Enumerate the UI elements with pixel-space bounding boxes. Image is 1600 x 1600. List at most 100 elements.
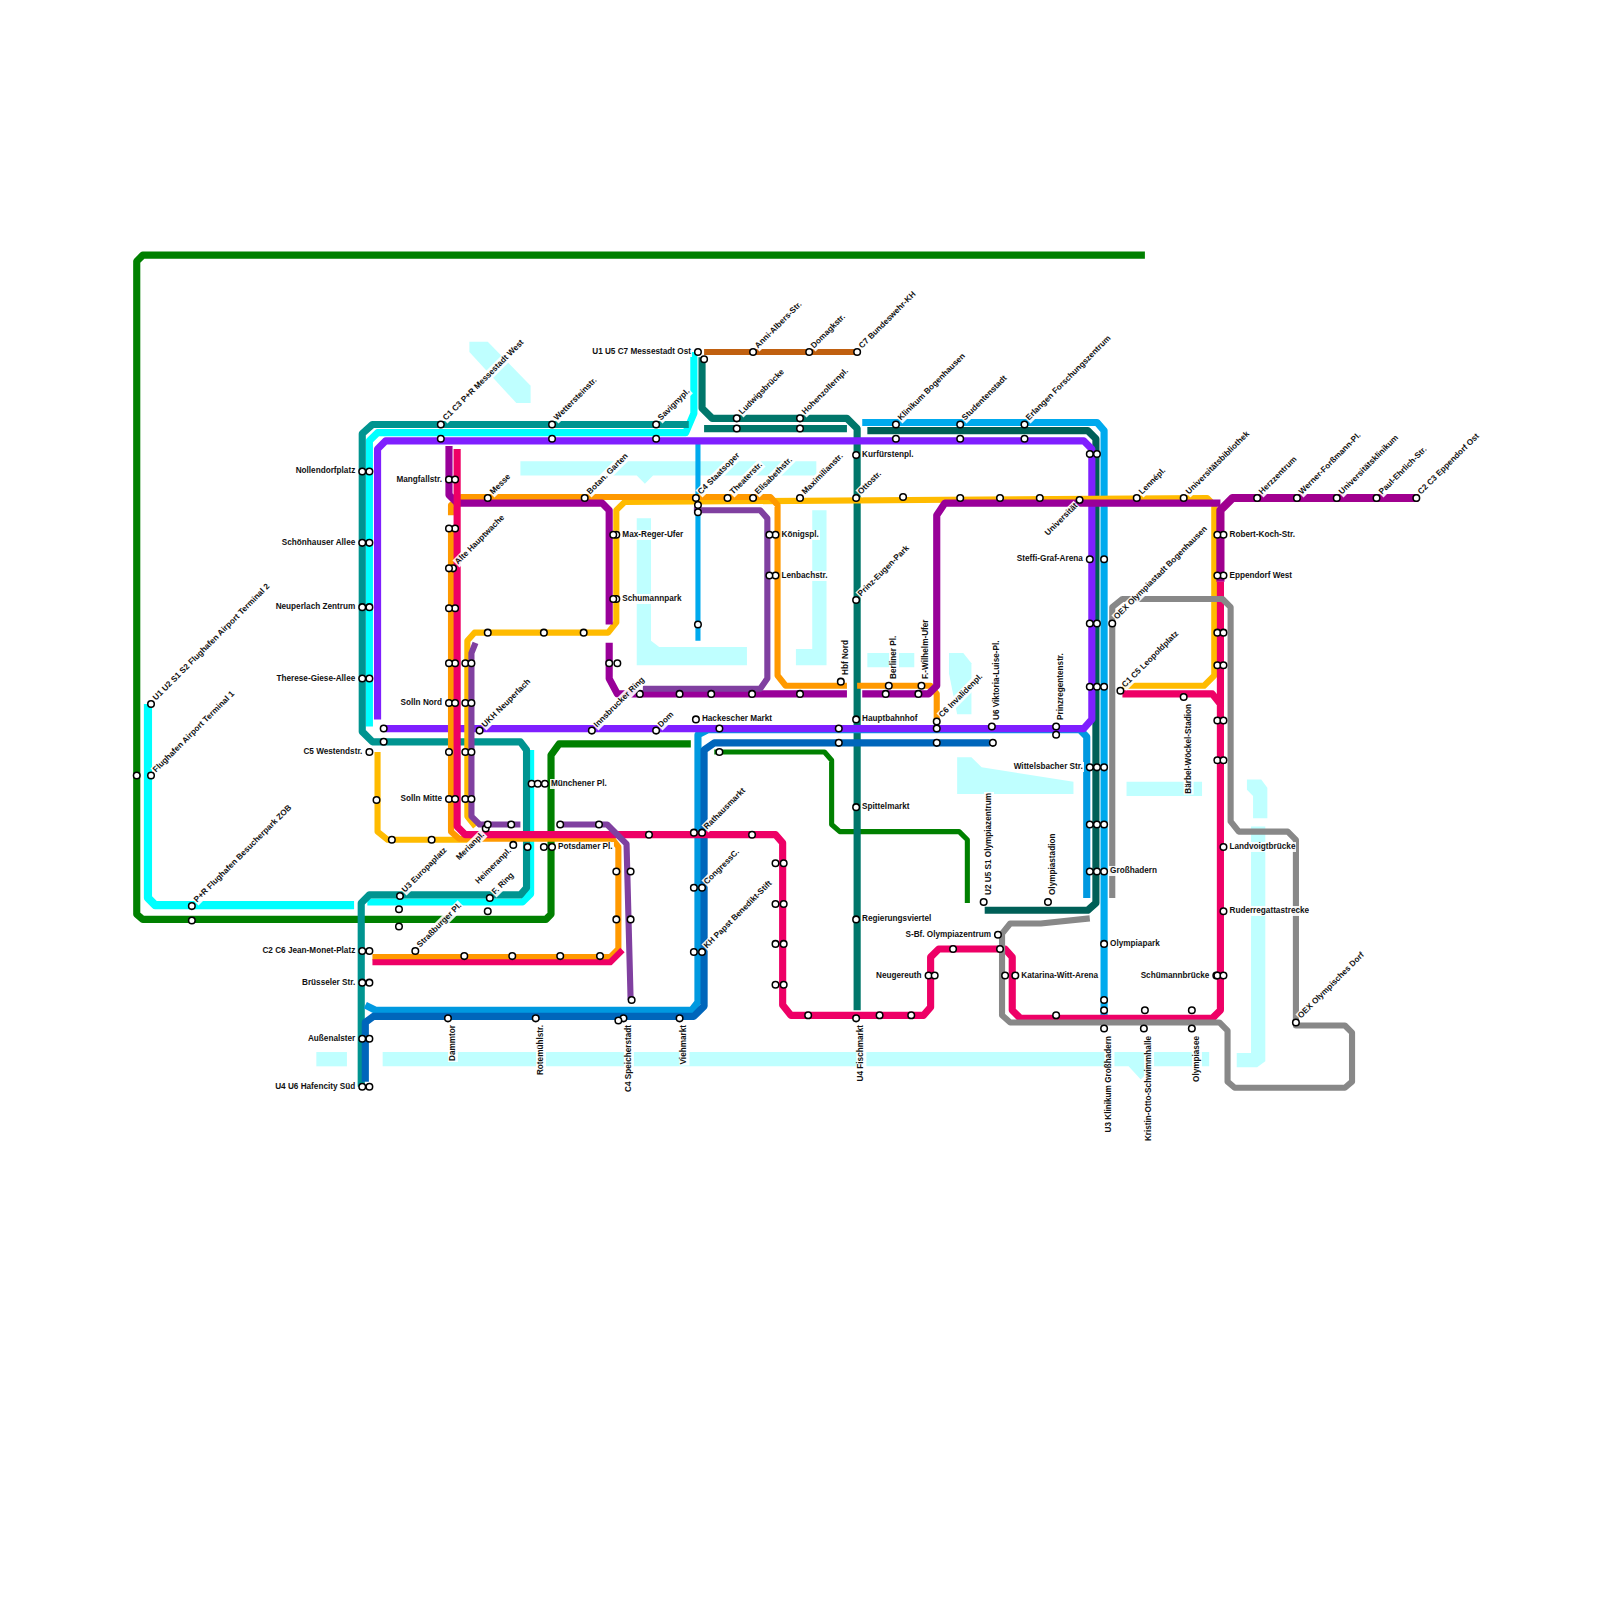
station-dot — [1037, 495, 1044, 502]
station-dot — [1214, 531, 1221, 538]
station-dot — [438, 436, 445, 443]
station-dot — [695, 349, 702, 356]
station-dot — [446, 525, 453, 532]
station-label: Werner-Forßmann-Pl. — [1296, 430, 1364, 498]
station-dot — [893, 436, 900, 443]
station-dot — [359, 468, 366, 475]
station-dot — [915, 691, 922, 698]
water-area — [1247, 780, 1267, 819]
station-dot — [1101, 997, 1108, 1004]
station-dot — [806, 349, 813, 356]
station-dot — [797, 425, 804, 432]
station-dot — [366, 749, 373, 756]
station-label: Kurfürstenpl. — [861, 450, 914, 460]
station-dot — [1094, 821, 1101, 828]
station-label: Eppendorf West — [1228, 571, 1293, 581]
station-dot — [133, 772, 140, 779]
station-dot — [1333, 495, 1340, 502]
station-label: U1 U5 C7 Messestadt Ost — [591, 347, 692, 357]
station-dot — [691, 829, 698, 836]
station-dot — [1087, 683, 1094, 690]
station-dot — [838, 678, 845, 685]
station-dot — [373, 797, 380, 804]
station-dot — [853, 452, 860, 459]
station-dot — [1021, 421, 1028, 428]
transit-line — [451, 497, 847, 686]
station-dot — [366, 540, 373, 547]
station-dot — [653, 727, 660, 734]
station-dot — [446, 749, 453, 756]
station-dot — [1101, 1007, 1108, 1014]
water-area — [383, 1052, 1210, 1080]
station-dot — [990, 740, 997, 747]
station-label: Regierungsviertel — [861, 914, 932, 924]
transit-line — [714, 752, 967, 903]
station-dot — [628, 997, 635, 1004]
station-dot — [676, 691, 683, 698]
station-dot — [446, 605, 453, 612]
station-dot — [397, 893, 404, 900]
station-dot — [1142, 1007, 1149, 1014]
station-dot — [148, 772, 155, 779]
station-label: Ruderregattastrecke — [1228, 906, 1310, 916]
station-label: Hackescher Markt — [701, 714, 773, 724]
station-dot — [1087, 556, 1094, 563]
station-dot — [468, 700, 475, 707]
station-dot — [853, 495, 860, 502]
station-label: Olympiapark — [1109, 939, 1161, 949]
station-dot — [1101, 683, 1108, 690]
station-label: Hohenzollernpl. — [799, 366, 851, 418]
station-dot — [396, 906, 403, 913]
station-dot — [366, 948, 373, 955]
station-label: Robert-Koch-Str. — [1228, 530, 1296, 540]
station-dot — [380, 739, 387, 746]
station-dot — [468, 660, 475, 667]
station-label: Olympiasee — [1192, 1035, 1202, 1083]
transit-line — [378, 752, 480, 840]
station-dot — [1087, 821, 1094, 828]
transit-line — [695, 439, 700, 641]
station-dot — [1220, 662, 1227, 669]
station-label: Alte Hauptwache — [453, 513, 508, 568]
station-dot — [989, 723, 996, 730]
station-dot — [1101, 556, 1108, 563]
station-dot — [1101, 764, 1108, 771]
station-dot — [1053, 731, 1060, 738]
station-dot — [1180, 495, 1187, 502]
station-dot — [412, 948, 419, 955]
station-dot — [542, 780, 549, 787]
transit-line — [704, 349, 857, 355]
station-label: S-Bf. Olympiazentrum — [904, 930, 992, 940]
station-dot — [836, 725, 843, 732]
station-dot — [699, 884, 706, 891]
station-dot — [882, 691, 889, 698]
transit-line — [457, 449, 1220, 1018]
station-dot — [445, 1015, 452, 1022]
station-dot — [933, 725, 940, 732]
station-dot — [468, 796, 475, 803]
station-label: U4 U6 Hafencity Süd — [274, 1082, 356, 1092]
station-label: Schönhauser Allee — [281, 538, 356, 548]
station-dot — [1373, 495, 1380, 502]
station-dot — [366, 1036, 373, 1043]
station-dot — [653, 421, 660, 428]
station-dot — [1045, 899, 1052, 906]
station-dot — [1094, 764, 1101, 771]
station-dot — [452, 476, 459, 483]
station-label: Spittelmarkt — [861, 802, 910, 812]
station-dot — [549, 844, 556, 851]
station-label: UKH Neuperlach — [479, 676, 533, 730]
transit-line — [372, 531, 618, 958]
station-dot — [1109, 620, 1116, 627]
station-dot — [557, 953, 564, 960]
station-dot — [1220, 717, 1227, 724]
station-label: Solln Nord — [400, 698, 443, 708]
station-dot — [1413, 495, 1420, 502]
station-label: C1 C5 Leopoldplatz — [1120, 628, 1182, 690]
station-dot — [749, 691, 756, 698]
station-dot — [772, 941, 779, 948]
station-label: KH Papst Benedikt-Stift — [701, 878, 774, 951]
station-label: Schumannpark — [621, 594, 682, 604]
station-dot — [997, 495, 1004, 502]
transit-line — [471, 643, 520, 825]
